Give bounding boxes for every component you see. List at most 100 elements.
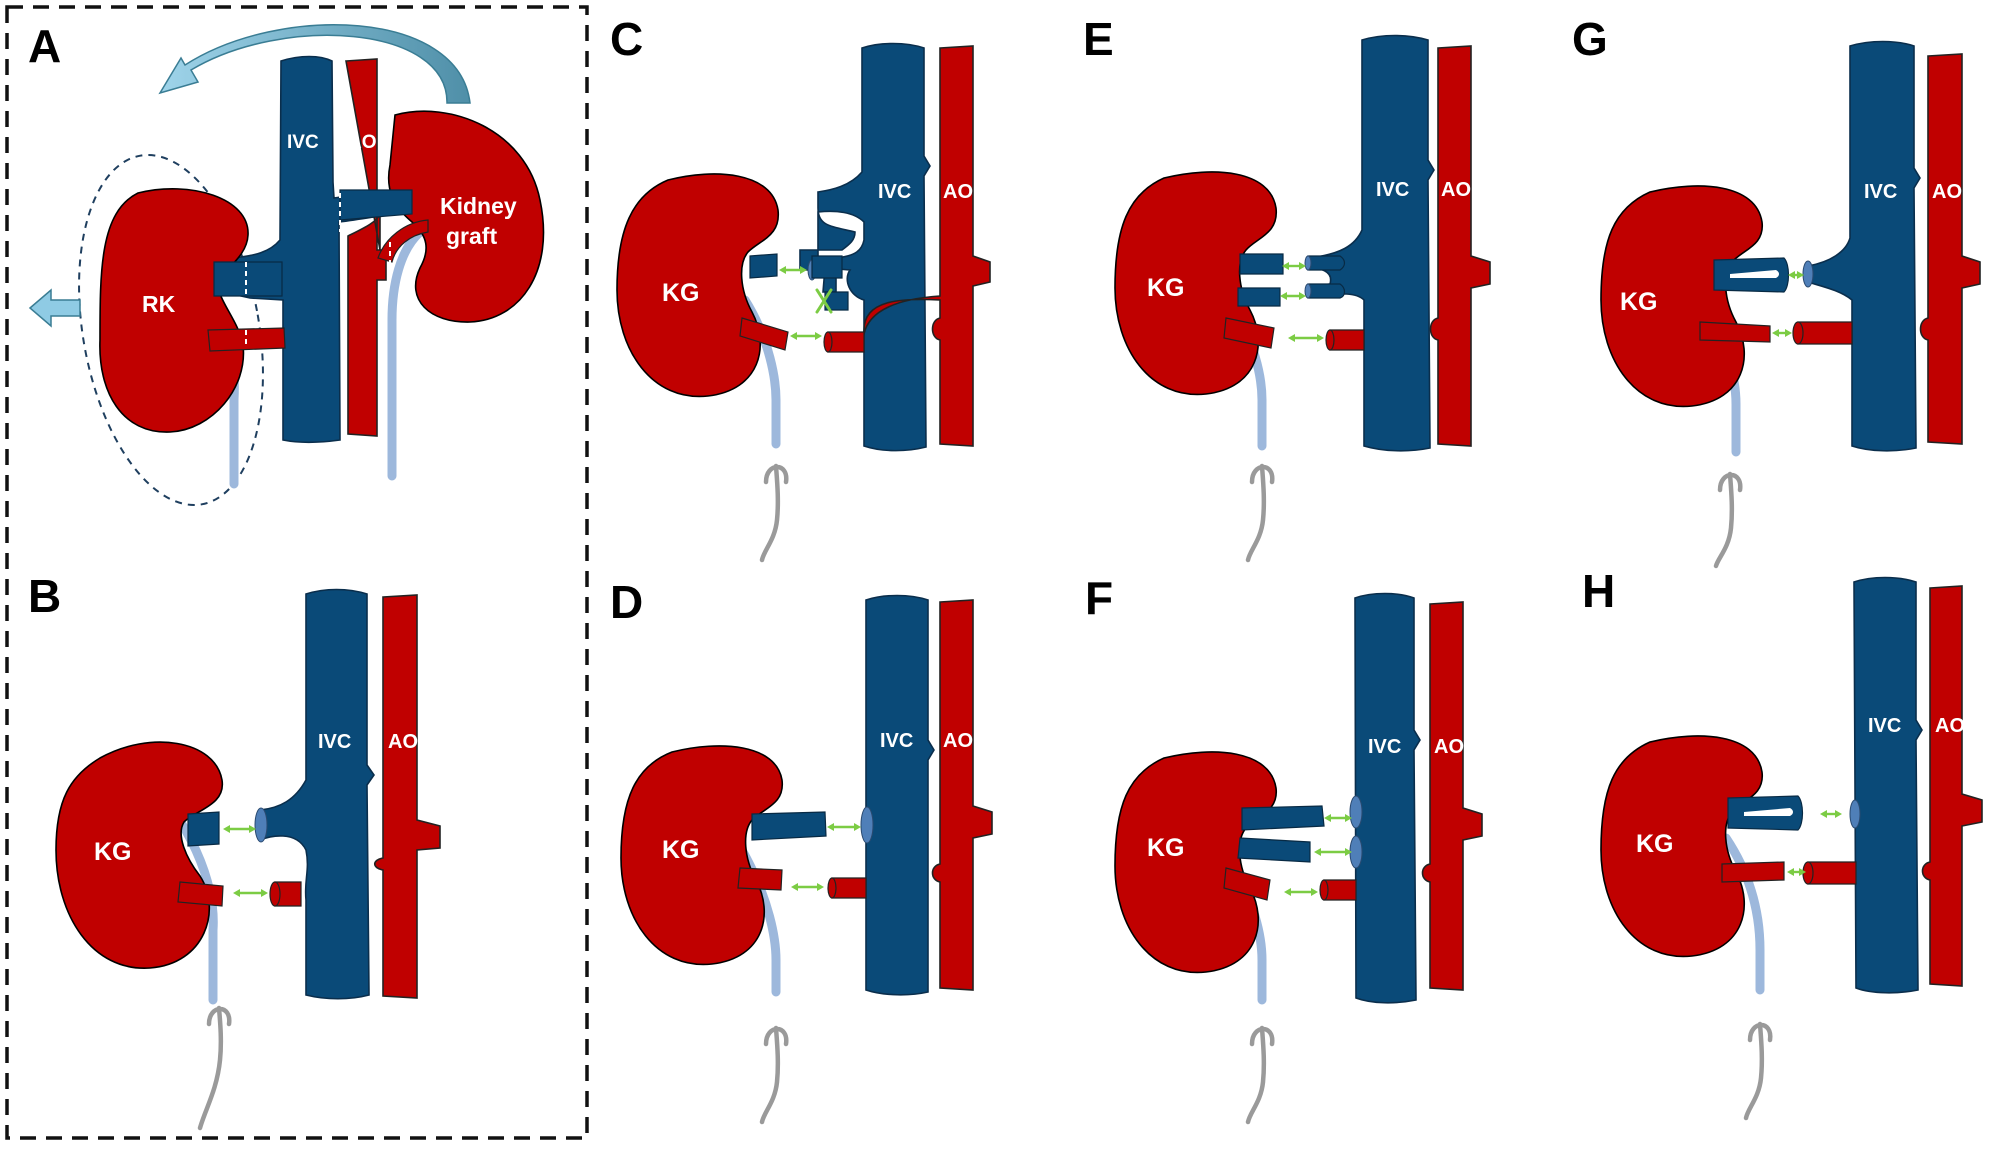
ivc-ostium-upper (1304, 255, 1312, 271)
hook-icon (759, 463, 789, 563)
anastomosis-arrow-vein-lower (1280, 292, 1306, 300)
rk-label: RK (142, 291, 176, 317)
ivc-ostium (1849, 799, 1861, 829)
graft-renal-vein (751, 811, 827, 841)
ivc-branch-upper (1307, 255, 1346, 271)
graft-renal-artery (1223, 867, 1271, 901)
panel-a: A IVC AO (28, 20, 545, 506)
recipient-renal-vein (213, 261, 283, 297)
ao-label: AO (943, 730, 973, 752)
panel-h: H KG IVC AO (1582, 565, 1983, 1121)
conjoined-vein-slit (1744, 808, 1793, 816)
panel-g: G KG IVC AO (1572, 13, 1981, 569)
kg-label: KG (1147, 274, 1185, 302)
aorta (931, 599, 993, 991)
anastomosis-arrow-artery (791, 883, 824, 891)
aorta (1421, 601, 1483, 991)
kidney-graft (1600, 735, 1763, 958)
anastomosis-arrow-vein-lower (1314, 848, 1352, 856)
recipient-artery-ostium (1319, 879, 1329, 901)
aorta (1429, 45, 1491, 447)
ivc-label: IVC (1864, 181, 1897, 203)
graft-renal-vein-upper (1241, 805, 1325, 831)
panel-b: B KG IVC AO (28, 570, 441, 1131)
recipient-artery-stump (1807, 861, 1857, 885)
ivc-label: IVC (1868, 715, 1901, 737)
kidney-graft (1114, 751, 1277, 974)
graft-renal-artery (1223, 317, 1275, 349)
panel-d: D KG IVC AO (610, 576, 993, 1125)
graft-renal-vein-upper (1239, 253, 1284, 275)
kidney-graft-label-line1: Kidney (440, 193, 517, 219)
inferior-vena-cava (1853, 576, 1923, 994)
aorta (345, 58, 387, 437)
ivc-ostium-upper (1349, 795, 1363, 829)
hook-icon (1713, 471, 1743, 569)
graft-renal-artery (1699, 321, 1771, 343)
panels-ab-frame (5, 5, 589, 1140)
panel-letter-d: D (610, 576, 643, 628)
ivc-label: IVC (880, 730, 913, 752)
ivc-label: IVC (1368, 736, 1401, 758)
anastomosis-arrow-artery (1284, 888, 1318, 896)
inferior-vena-cava (259, 588, 375, 1000)
anastomosis-arrow-vein (223, 825, 256, 833)
kidney-graft (387, 110, 545, 323)
conjoined-vein-slit (1730, 270, 1779, 278)
anastomosis-arrow-artery (790, 332, 822, 340)
curved-transfer-arrow-icon (158, 24, 471, 104)
panel-c: C KG IVC AO (610, 13, 991, 563)
ao-label: AO (1935, 715, 1965, 737)
kidney-graft-label-line2: graft (446, 223, 497, 249)
ivc-branch-lower (1307, 283, 1346, 299)
kidney-graft (620, 745, 783, 966)
aorta (1921, 585, 1983, 987)
graft-ureter (387, 227, 425, 481)
inferior-vena-cava (865, 594, 935, 996)
anastomosis-arrow-artery (233, 889, 268, 897)
anastomosis-arrow-vein (1820, 810, 1842, 818)
ivc-label: IVC (287, 132, 319, 153)
graft-renal-artery (737, 867, 783, 891)
ao-label: AO (1441, 179, 1471, 201)
graft-renal-vein (339, 189, 413, 221)
ureter (1721, 833, 1765, 995)
kg-label: KG (1636, 830, 1674, 858)
ivc-label: IVC (318, 731, 351, 753)
recipient-artery-ostium (269, 881, 281, 907)
kg-label: KG (1620, 288, 1658, 316)
recipient-artery-ostium (827, 877, 837, 899)
anastomosis-arrow-vein (827, 823, 861, 831)
ivc-label: IVC (1376, 179, 1409, 201)
recipient-artery-ostium (823, 331, 833, 353)
ivc-ostium-lower (1304, 283, 1312, 299)
ao-label: AO (388, 731, 418, 753)
graft-renal-vein-lower (1237, 837, 1311, 863)
ao-label: AO (348, 132, 377, 153)
aorta (373, 594, 441, 999)
anastomosis-arrow-vein (779, 266, 807, 274)
panel-letter-a: A (28, 20, 61, 72)
anastomosis-arrow-artery (1772, 329, 1792, 337)
kidney-graft (1600, 185, 1763, 408)
ao-label: AO (943, 181, 973, 203)
panel-letter-b: B (28, 570, 61, 622)
panel-letter-e: E (1083, 13, 1114, 65)
graft-renal-vein (749, 253, 778, 279)
inferior-vena-cava (1309, 34, 1435, 452)
ivc-ostium (254, 807, 268, 843)
inferior-vena-cava (1807, 40, 1921, 452)
recipient-artery-stump (1323, 879, 1357, 901)
hook-icon (197, 1005, 232, 1131)
excision-outline (78, 154, 264, 506)
graft-renal-artery (1721, 861, 1785, 883)
aorta (1919, 53, 1981, 445)
anastomosis-arrow-vein-upper (1282, 262, 1306, 270)
graft-renal-vein (187, 811, 220, 847)
panel-letter-c: C (610, 13, 643, 65)
inferior-vena-cava (799, 42, 931, 452)
anastomosis-arrow-vein-upper (1324, 814, 1352, 822)
graft-renal-artery (739, 317, 789, 351)
hook-icon (1743, 1021, 1773, 1121)
panel-e: E KG IVC AO (1083, 13, 1491, 563)
